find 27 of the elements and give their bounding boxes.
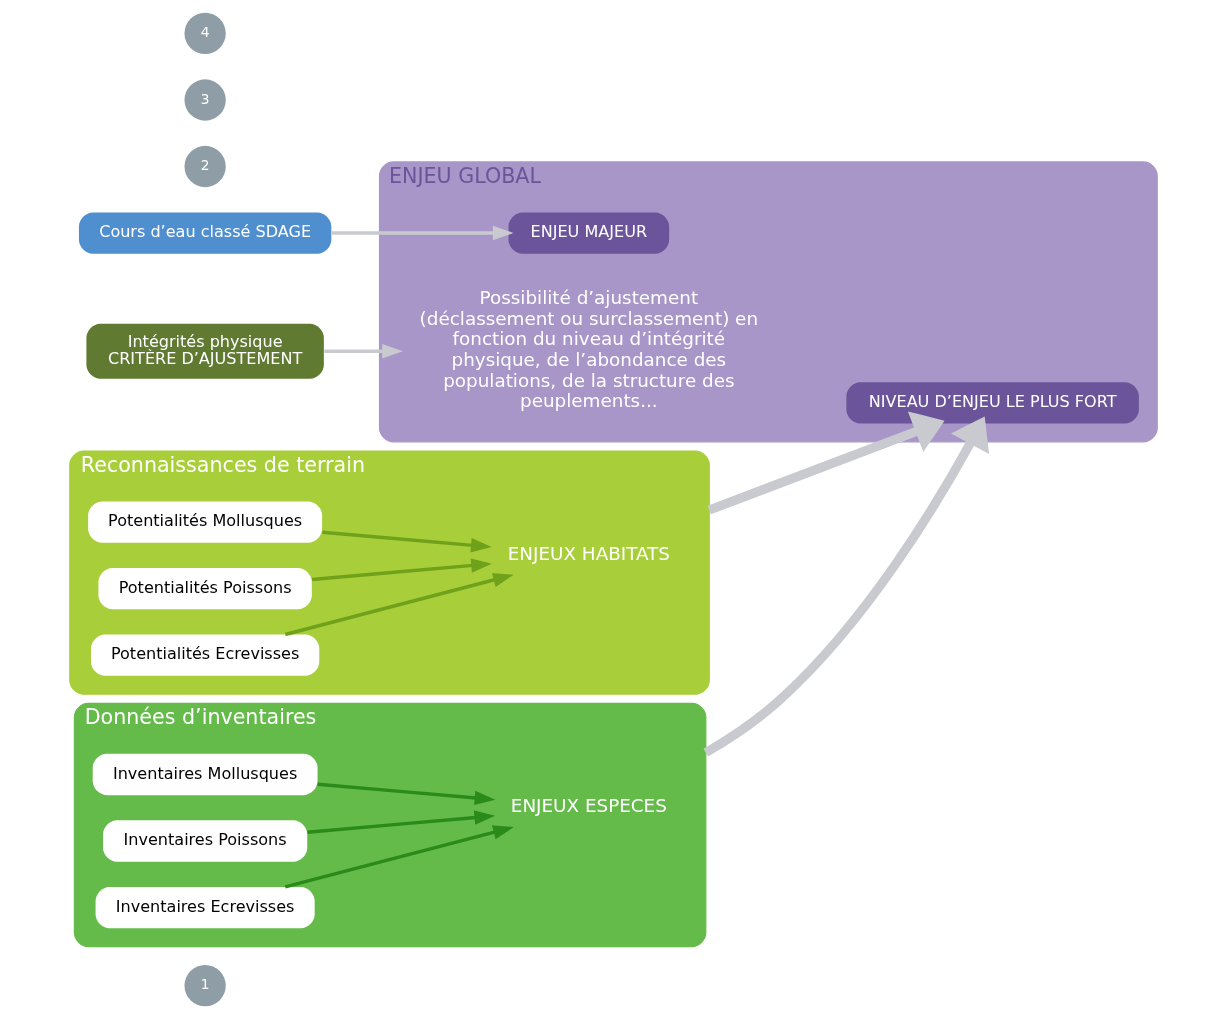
node-box: Potentialités Ecrevisses — [91, 634, 320, 676]
node-circle: 4 — [184, 12, 226, 55]
node-circle: 1 — [184, 964, 226, 1007]
arrow — [322, 530, 492, 553]
node-box: Cours d’eau classé SDAGE — [78, 212, 332, 254]
node-box: Intégrités physique CRITÈRE D’AJUSTEMENT — [86, 323, 324, 379]
arrow — [707, 411, 945, 515]
arrow — [317, 782, 496, 806]
node-box: Inventaires Mollusques — [92, 753, 318, 796]
node-box: Inventaires Ecrevisses — [95, 886, 315, 929]
node-box: Potentialités Poissons — [98, 568, 312, 610]
node-box: Inventaires Poissons — [103, 820, 308, 862]
node-text: ENJEUX ESPECES — [510, 795, 667, 817]
node-circle: 3 — [184, 79, 226, 121]
arrow — [324, 343, 403, 359]
node-box: NIVEAU D’ENJEU LE PLUS FORT — [846, 382, 1139, 424]
node-circle: 2 — [184, 145, 226, 188]
arrow — [703, 416, 990, 757]
arrow — [284, 825, 514, 889]
node-box: Potentialités Mollusques — [88, 501, 323, 543]
arrow — [331, 225, 514, 241]
arrow — [284, 572, 514, 637]
arrow — [307, 810, 496, 834]
node-text: Possibilité d’ajustement (déclassement ou surclassement) en fonction du niveau d’intégrité physique, de l’abondance des populations, de la structure des peuplements... — [419, 286, 759, 412]
node-text: ENJEUX HABITATS — [507, 542, 670, 564]
node-box: ENJEU MAJEUR — [508, 212, 670, 254]
arrow — [311, 558, 492, 582]
